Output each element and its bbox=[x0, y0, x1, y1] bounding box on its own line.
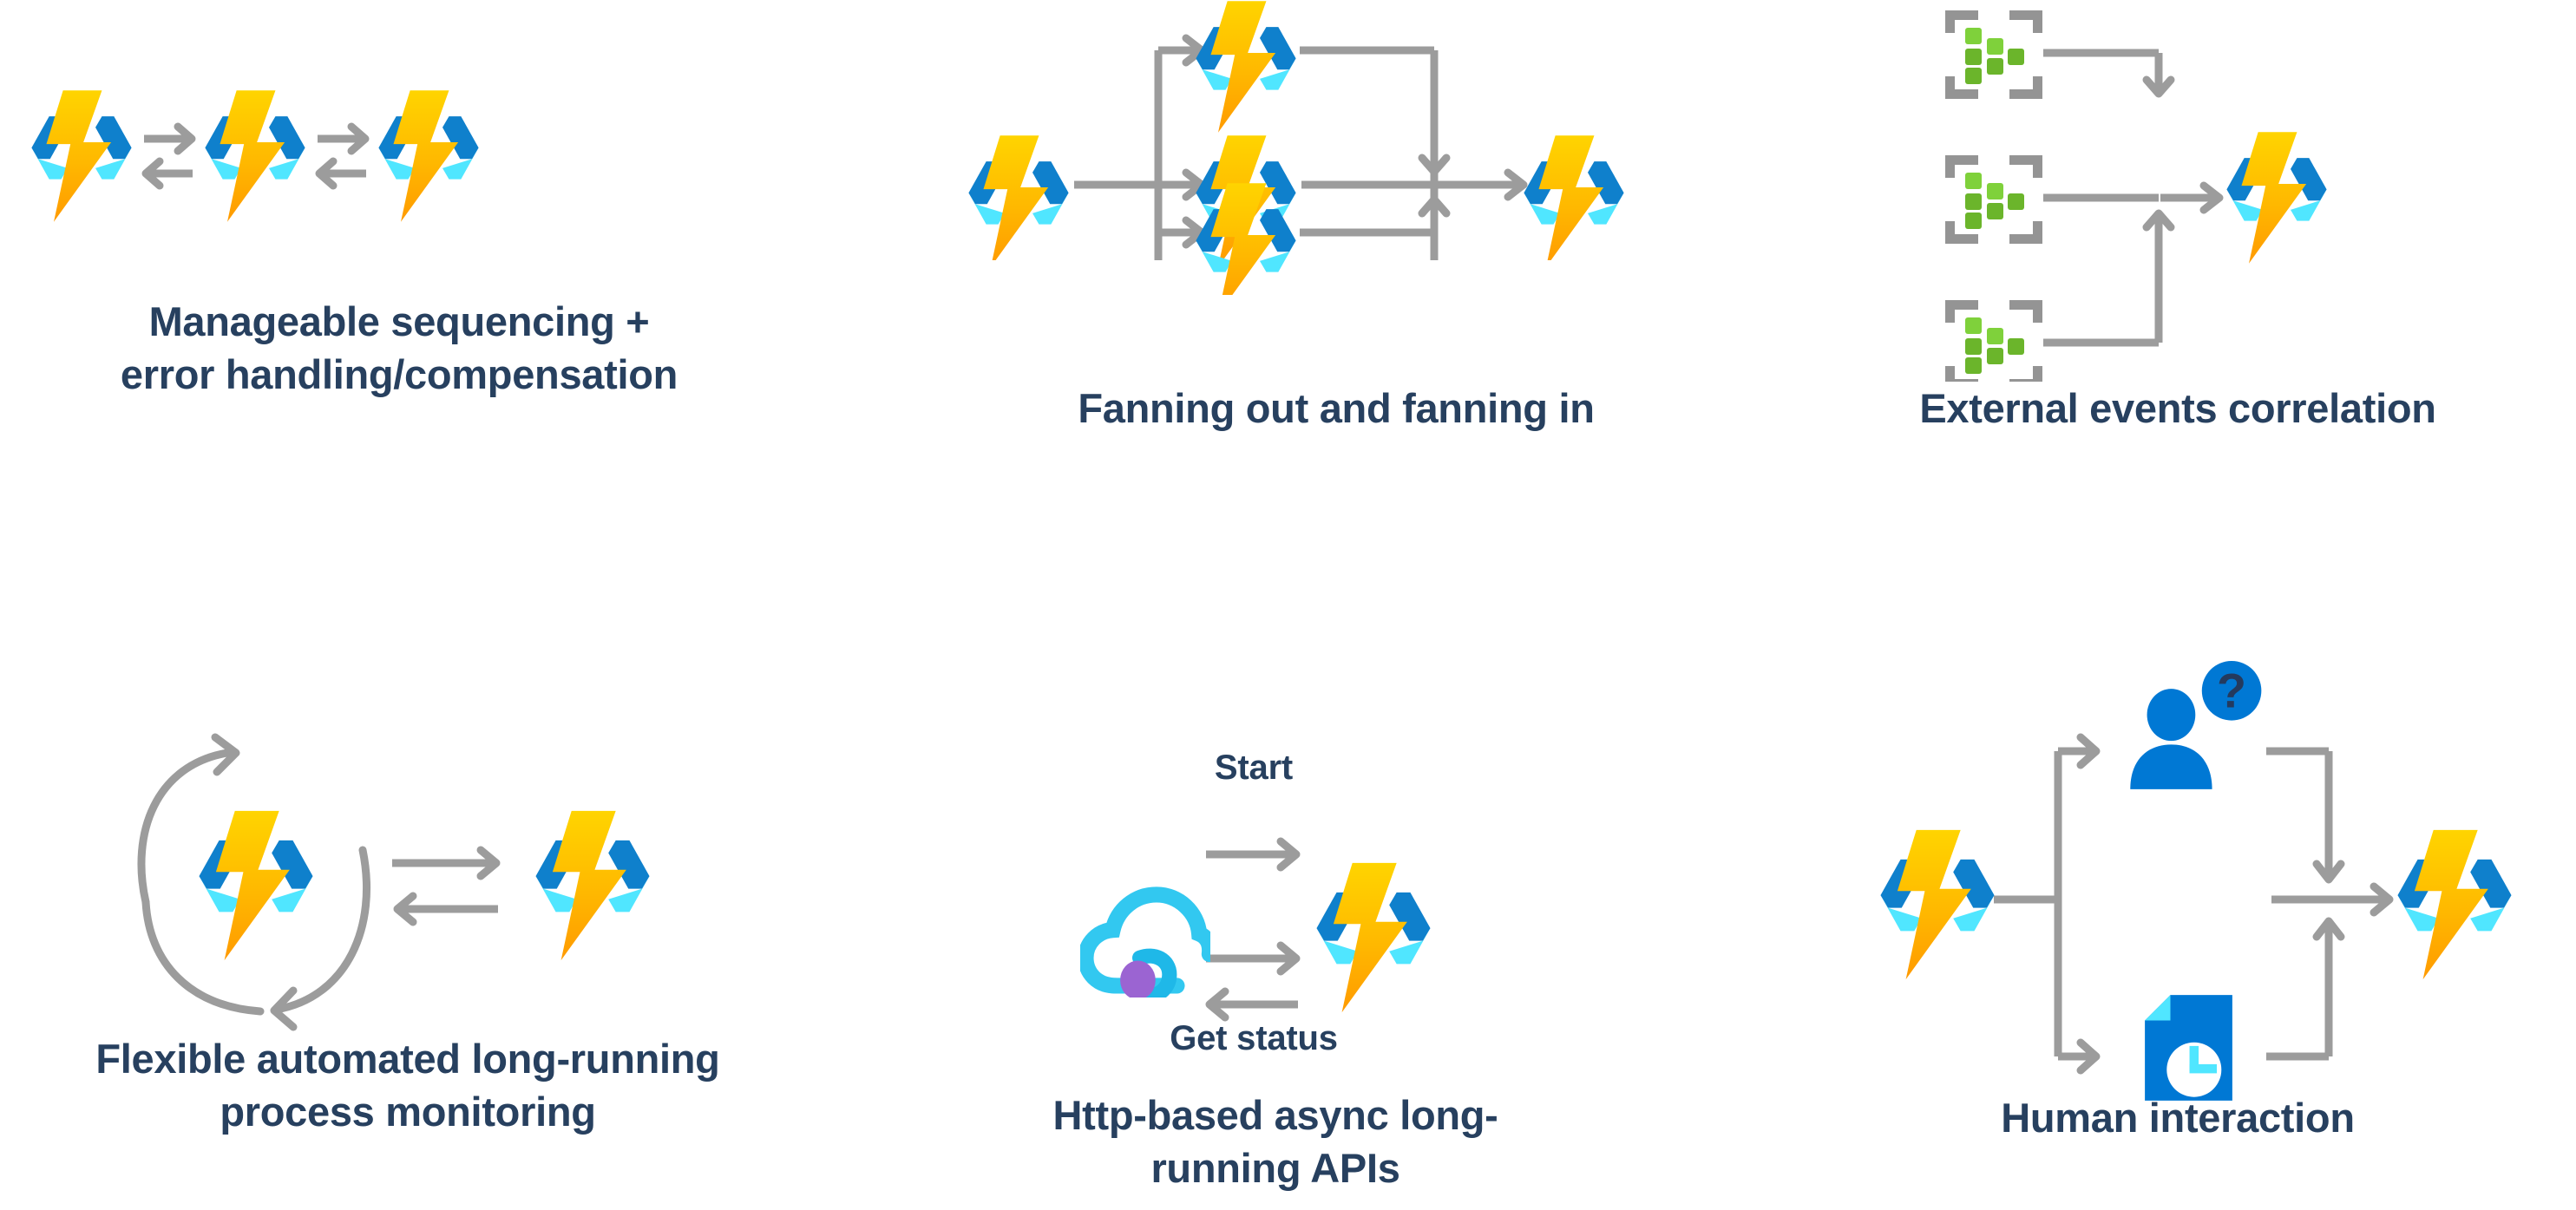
panel-fan-out-fan-in: Fanning out and fanning in bbox=[946, 0, 1727, 486]
panel3-caption: External events correlation bbox=[1919, 385, 2436, 431]
panel6-graphics bbox=[1880, 661, 2512, 1101]
request-arrow bbox=[1206, 941, 1301, 976]
panel1-caption: Manageable sequencing + error handling/c… bbox=[120, 298, 678, 398]
panel2-bottom-branch bbox=[1154, 156, 1439, 295]
panel1-graphics bbox=[31, 90, 479, 222]
panel3-graphics bbox=[1945, 10, 2327, 382]
panel-external-events-correlation: External events correlation bbox=[1874, 0, 2576, 486]
panel-manageable-sequencing: Manageable sequencing + error handling/c… bbox=[0, 0, 833, 451]
panel-human-interaction: Human interaction bbox=[1796, 642, 2576, 1162]
bidirectional-arrow-1 bbox=[141, 122, 196, 190]
panel-http-async-apis: Start Get status Http-based async long- … bbox=[989, 729, 1683, 1191]
start-arrow bbox=[1206, 837, 1301, 872]
get-status-arrow bbox=[1205, 987, 1298, 1022]
panel5-graphics bbox=[989, 837, 1431, 1022]
panel4-caption: Flexible automated long-running process … bbox=[95, 1036, 720, 1135]
panel2-caption: Fanning out and fanning in bbox=[1078, 385, 1595, 431]
panel4-graphics bbox=[137, 733, 650, 1031]
panel5-caption: Http-based async long- running APIs bbox=[1052, 1092, 1498, 1192]
panel2-graphics bbox=[968, 1, 1624, 260]
bidirectional-arrow-2 bbox=[315, 122, 370, 190]
panel6-caption: Human interaction bbox=[2001, 1095, 2355, 1141]
start-label: Start bbox=[1214, 749, 1294, 787]
panel-long-running-monitoring: Flexible automated long-running process … bbox=[0, 711, 824, 1145]
bidirectional-arrow-3 bbox=[392, 846, 501, 926]
circular-loop-arrows bbox=[137, 733, 371, 1031]
get-status-label: Get status bbox=[1170, 1019, 1338, 1057]
